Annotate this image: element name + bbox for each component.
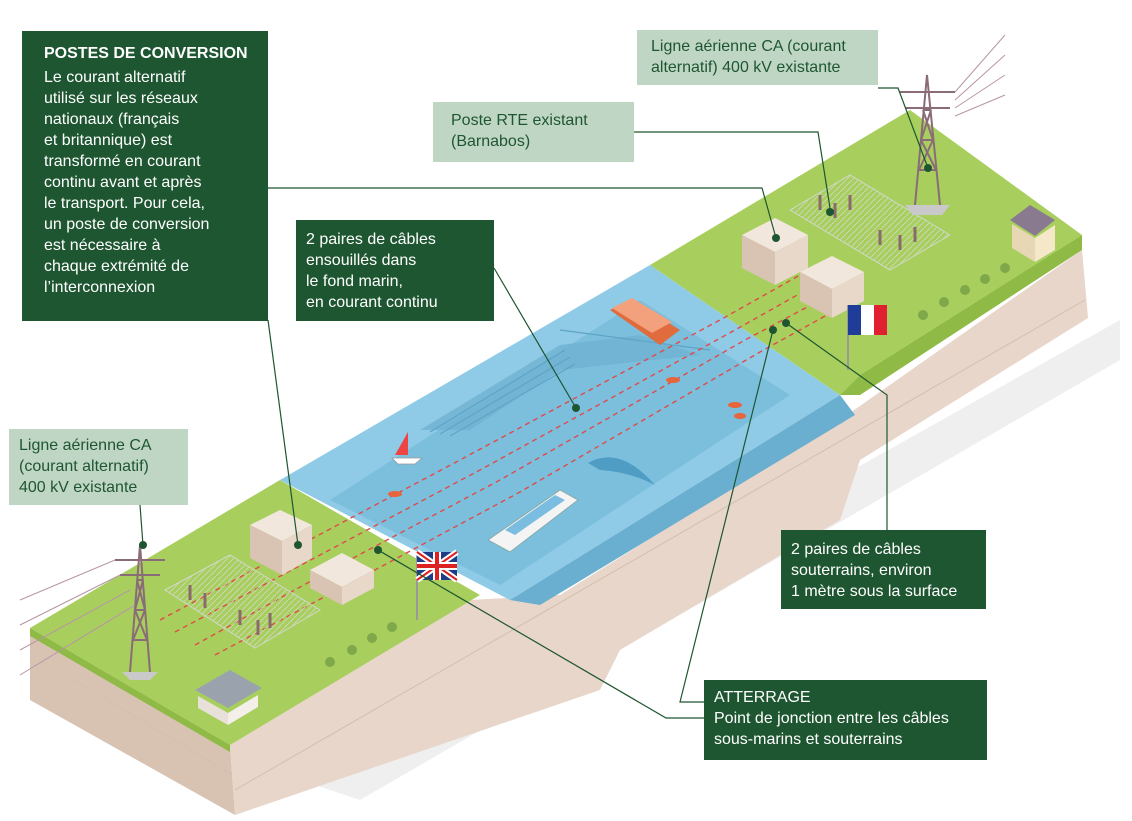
soil-strata	[39, 299, 1086, 791]
cruise-ship	[487, 489, 579, 553]
fish	[388, 377, 746, 497]
substation-rte	[789, 174, 951, 271]
french-flag	[847, 305, 887, 370]
label-conversion-title: POSTES DE CONVERSION	[44, 45, 248, 62]
converter-station-fr-2	[800, 256, 864, 318]
sailboat	[391, 432, 424, 465]
power-lines-fr	[954, 34, 1006, 117]
label-ac-line-fr: Ligne aérienne CA (courant alternatif) 4…	[637, 30, 878, 85]
union-jack-flag	[415, 549, 459, 620]
label-conversion-body: Le courant alternatif utilisé sur les ré…	[44, 69, 210, 296]
leader-dots	[139, 164, 932, 554]
converter-station-uk-1	[250, 510, 312, 575]
land-fr-edge	[840, 235, 1082, 395]
trees	[325, 263, 1010, 667]
sand-ridge	[420, 335, 700, 430]
soil-side	[230, 250, 1088, 815]
label-landing: ATTERRAGE Point de jonction entre les câ…	[704, 680, 987, 760]
house-uk	[195, 670, 262, 725]
label-landing-title: ATTERRAGE	[714, 689, 811, 706]
house-fr	[1010, 205, 1055, 262]
label-landing-body: Point de jonction entre les câbles sous-…	[714, 710, 949, 748]
label-ac-line-uk: Ligne aérienne CA (courant alternatif) 4…	[9, 429, 188, 505]
label-subsea-cables: 2 paires de câbles ensouillés dans le fo…	[296, 220, 494, 321]
substation-uk	[164, 554, 321, 649]
sand-ridge-lines	[429, 329, 711, 437]
leader-lines	[139, 87, 929, 719]
sea-deep	[330, 300, 790, 585]
converter-station-uk-2	[310, 553, 374, 605]
pylon-fr	[900, 74, 955, 215]
soil-front-left	[30, 628, 235, 815]
cargo-ship	[610, 298, 680, 345]
label-conversion-stations: POSTES DE CONVERSION Le courant alternat…	[22, 31, 268, 321]
dolphin	[588, 457, 655, 485]
sea-front-wall	[510, 395, 855, 605]
power-lines-uk	[19, 559, 136, 676]
label-rte-substation: Poste RTE existant (Barnabos)	[433, 102, 634, 162]
label-underground-cables: 2 paires de câbles souterrains, environ …	[781, 530, 986, 609]
land-uk-edge	[30, 628, 230, 752]
